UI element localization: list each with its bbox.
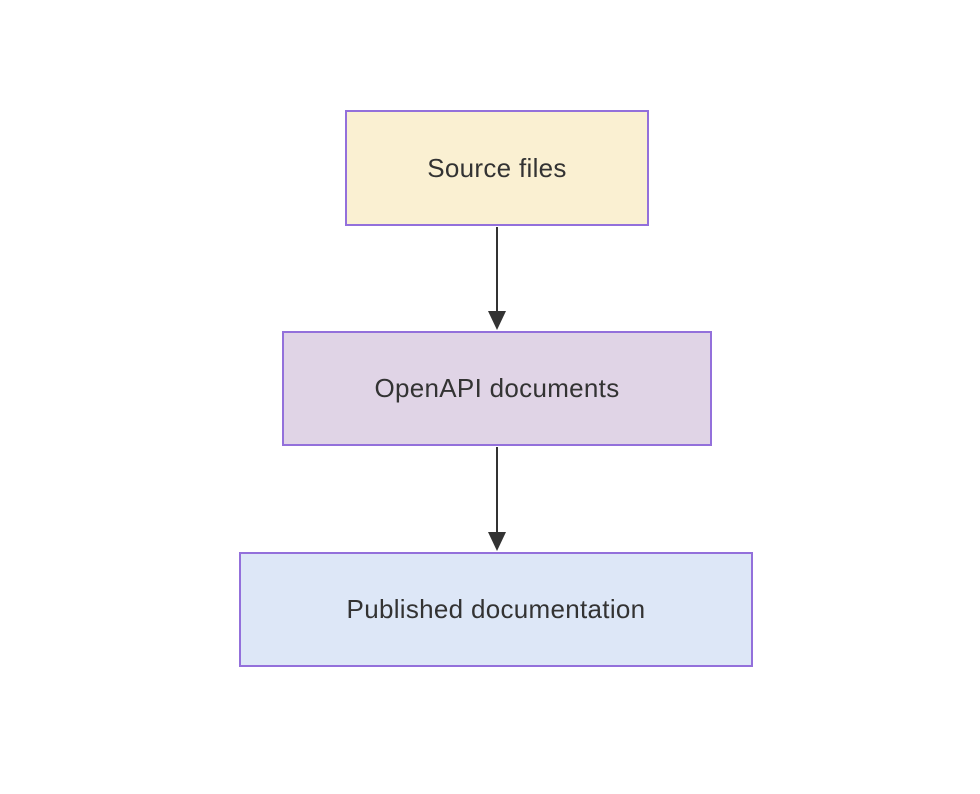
arrow-openapi-to-published — [488, 447, 506, 551]
arrow-source-to-openapi — [488, 227, 506, 330]
node-published-documentation-label: Published documentation — [346, 594, 646, 624]
node-openapi-documents-label: OpenAPI documents — [374, 373, 620, 403]
node-source-files: Source files — [345, 110, 649, 226]
node-source-files-label: Source files — [427, 152, 567, 183]
node-published-documentation: Published documentation — [239, 552, 753, 667]
node-openapi-documents: OpenAPI documents — [282, 331, 712, 446]
arrowhead — [488, 311, 506, 330]
arrowhead — [488, 532, 506, 551]
